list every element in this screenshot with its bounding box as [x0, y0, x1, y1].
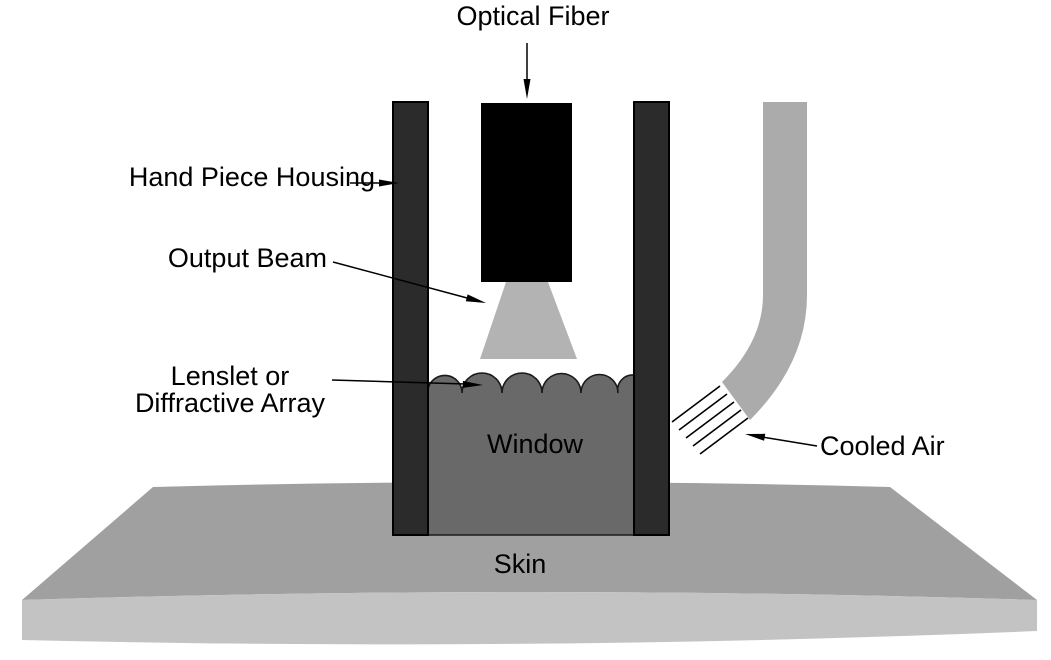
leader-arrows	[331, 43, 818, 447]
skin-top-surface	[22, 482, 1037, 600]
output-beam-label: Output Beam	[167, 243, 327, 273]
optical-fiber-label: Optical Fiber	[456, 1, 610, 31]
air-stream-line	[671, 385, 721, 423]
air-stream-lines	[671, 385, 749, 455]
output-beam-shape	[480, 282, 577, 359]
lenslet-array-label-line1: Lenslet or	[170, 361, 290, 391]
air-tube-shape	[722, 102, 807, 420]
cooled-air-label: Cooled Air	[820, 431, 945, 461]
optical-fiber-leader-arrow	[523, 43, 531, 99]
output-beam-leader-arrow	[332, 261, 486, 303]
air-stream-line	[685, 401, 735, 439]
cooled-air-leader-arrow	[745, 433, 818, 447]
hand-piece-housing-label: Hand Piece Housing	[128, 162, 375, 192]
air-stream-line	[692, 409, 742, 447]
housing-left-wall	[392, 101, 429, 536]
housing-right-wall	[633, 101, 670, 536]
air-stream-line	[699, 417, 749, 455]
lenslet-array-label: Lenslet or Diffractive Array	[135, 363, 325, 417]
skin-label: Skin	[493, 549, 547, 579]
housing-leader-arrow	[350, 179, 399, 187]
skin-front-surface	[22, 592, 1037, 645]
air-stream-line	[678, 393, 728, 431]
window-shape	[427, 372, 635, 536]
optical-fiber-block	[481, 103, 572, 282]
lenslet-leader-arrow	[331, 379, 483, 388]
lenslet-array-label-line2: Diffractive Array	[134, 388, 325, 418]
window-label: Window	[486, 429, 584, 459]
